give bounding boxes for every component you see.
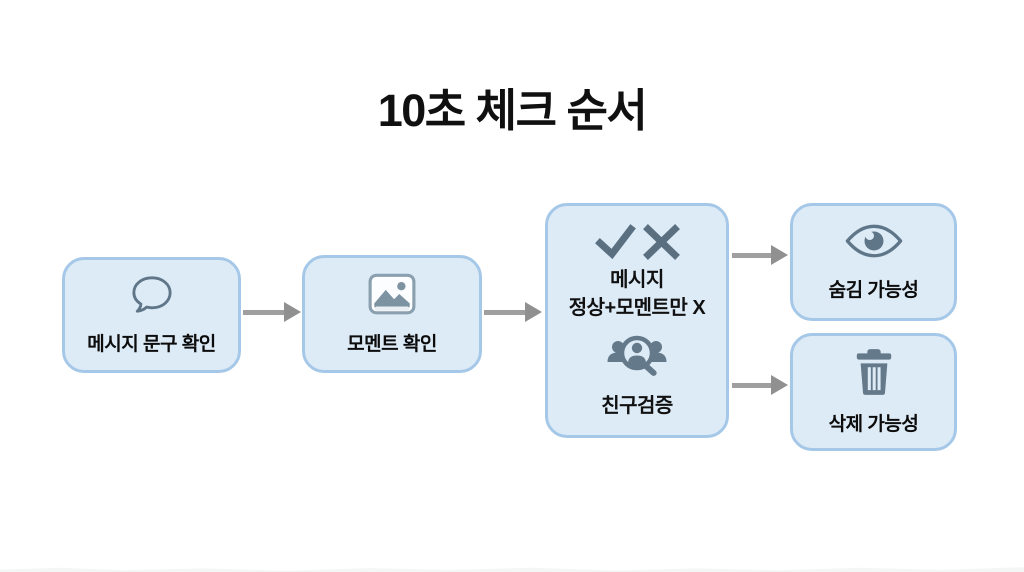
verification-line1: 메시지 xyxy=(610,269,664,291)
node-verification: 메시지 정상+모멘트만 X 친구검증 xyxy=(545,203,729,438)
node-label: 모멘트 확인 xyxy=(347,334,437,355)
friend-verify-label: 친구검증 xyxy=(601,395,673,417)
image-icon xyxy=(367,272,417,321)
bottom-edge-artifact xyxy=(0,567,1024,572)
arrow-shaft xyxy=(732,382,771,388)
arrow-step3-delete xyxy=(732,375,788,395)
eye-icon xyxy=(843,222,905,265)
arrow-step2-step3 xyxy=(484,302,542,322)
friend-verify-group: 친구검증 xyxy=(601,332,673,419)
node-moment-check: 모멘트 확인 xyxy=(302,255,482,373)
arrow-head-icon xyxy=(771,245,788,265)
verification-line2: 정상+모멘트만 X xyxy=(568,297,706,319)
arrow-step3-hide xyxy=(732,245,788,265)
arrow-head-icon xyxy=(284,302,301,322)
speech-bubble-icon xyxy=(129,274,175,321)
check-x-icon xyxy=(590,222,684,265)
arrow-shaft xyxy=(732,252,771,258)
message-status-group: 메시지 정상+모멘트만 X xyxy=(568,222,706,321)
arrow-step1-step2 xyxy=(243,302,301,322)
node-label: 숨김 가능성 xyxy=(828,280,919,301)
node-message-check: 메시지 문구 확인 xyxy=(62,257,241,373)
page-title: 10초 체크 순서 xyxy=(377,85,648,136)
trash-icon xyxy=(853,348,895,401)
node-label: 삭제 가능성 xyxy=(828,414,919,435)
node-label: 메시지 문구 확인 xyxy=(87,334,216,355)
arrow-shaft xyxy=(243,309,284,315)
arrow-head-icon xyxy=(771,375,788,395)
arrow-head-icon xyxy=(525,302,542,322)
friend-search-icon xyxy=(606,332,668,391)
node-hide-possibility: 숨김 가능성 xyxy=(790,203,957,321)
arrow-shaft xyxy=(484,309,525,315)
node-delete-possibility: 삭제 가능성 xyxy=(790,333,957,451)
